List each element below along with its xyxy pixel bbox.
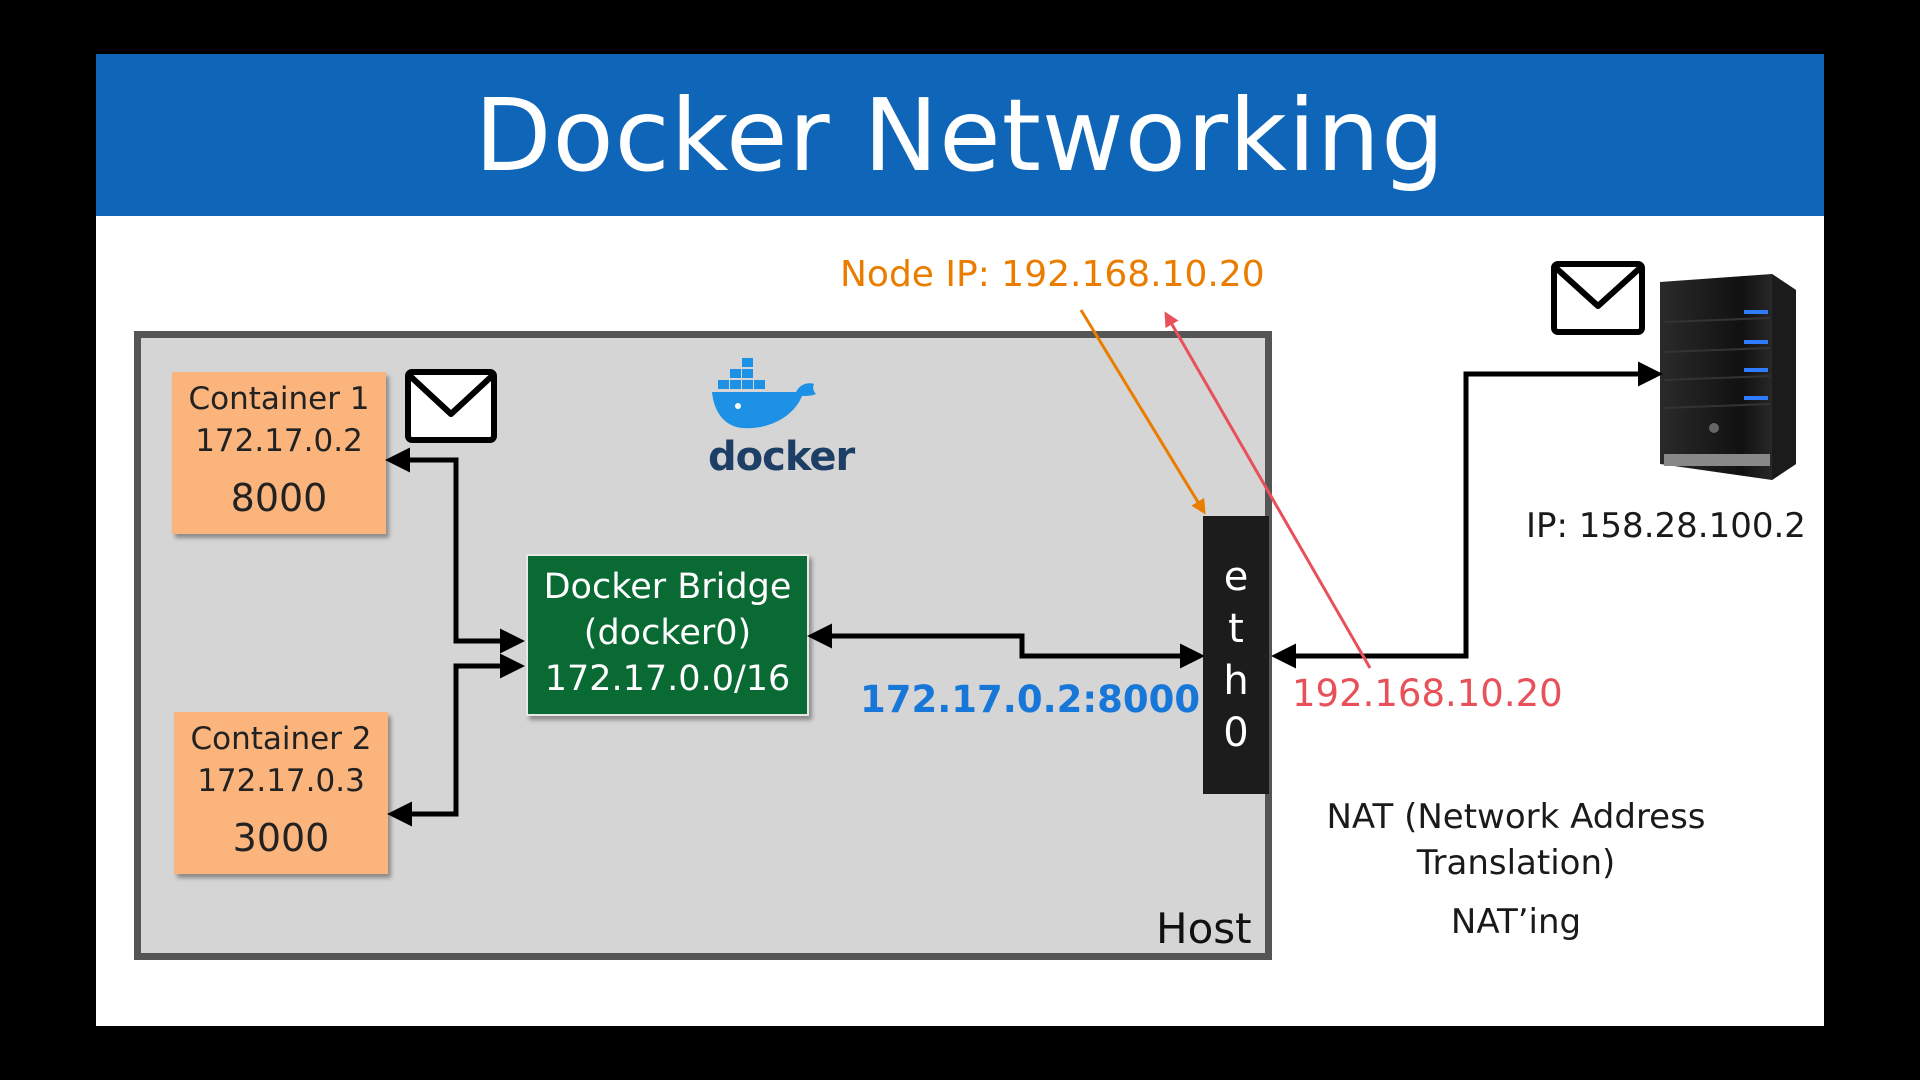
bridge-interface: (docker0) <box>583 613 752 653</box>
slide-title: Docker Networking <box>474 76 1446 194</box>
eth-letter: t <box>1228 606 1244 652</box>
envelope-icon <box>1551 261 1645 335</box>
bridge-subnet: 172.17.0.0/16 <box>544 659 791 699</box>
eth-letter: e <box>1223 554 1249 600</box>
node-ip-label: Node IP: 192.168.10.20 <box>840 254 1265 295</box>
nat-line-2: Translation) <box>1416 843 1616 883</box>
nating-label: NAT’ing <box>1450 902 1582 942</box>
slide: Docker Networking Host Container 1 172.1… <box>96 54 1824 1026</box>
docker-whale-icon <box>712 358 816 429</box>
container-2-box: Container 2 172.17.0.3 3000 <box>174 712 388 874</box>
title-bar: Docker Networking <box>96 54 1824 216</box>
host-label: Host <box>1156 904 1252 953</box>
eth-letter: 0 <box>1223 710 1249 756</box>
server-icon <box>1654 268 1800 486</box>
nat-description: NAT (Network Address Translation) <box>1316 794 1716 886</box>
container-1-name: Container 1 <box>188 381 370 417</box>
docker-wordmark: docker <box>708 434 855 480</box>
eth-letter: h <box>1223 658 1249 704</box>
external-ip-label: 192.168.10.20 <box>1292 672 1563 715</box>
server-ip-label: IP: 158.28.100.2 <box>1526 506 1806 546</box>
container-1-port: 8000 <box>230 476 328 520</box>
eth0-interface: e t h 0 <box>1203 516 1269 794</box>
container-2-name: Container 2 <box>190 721 372 757</box>
nat-line-1: NAT (Network Address <box>1326 797 1706 837</box>
container-1-box: Container 1 172.17.0.2 8000 <box>172 372 386 534</box>
bridge-name: Docker Bridge <box>543 567 792 607</box>
container-1-ip: 172.17.0.2 <box>195 423 363 459</box>
container-2-ip: 172.17.0.3 <box>197 763 365 799</box>
container-2-port: 3000 <box>232 816 330 860</box>
docker-bridge-box: Docker Bridge (docker0) 172.17.0.0/16 <box>526 554 809 716</box>
docker-logo: docker <box>708 354 855 484</box>
route-label: 172.17.0.2:8000 <box>860 678 1201 721</box>
